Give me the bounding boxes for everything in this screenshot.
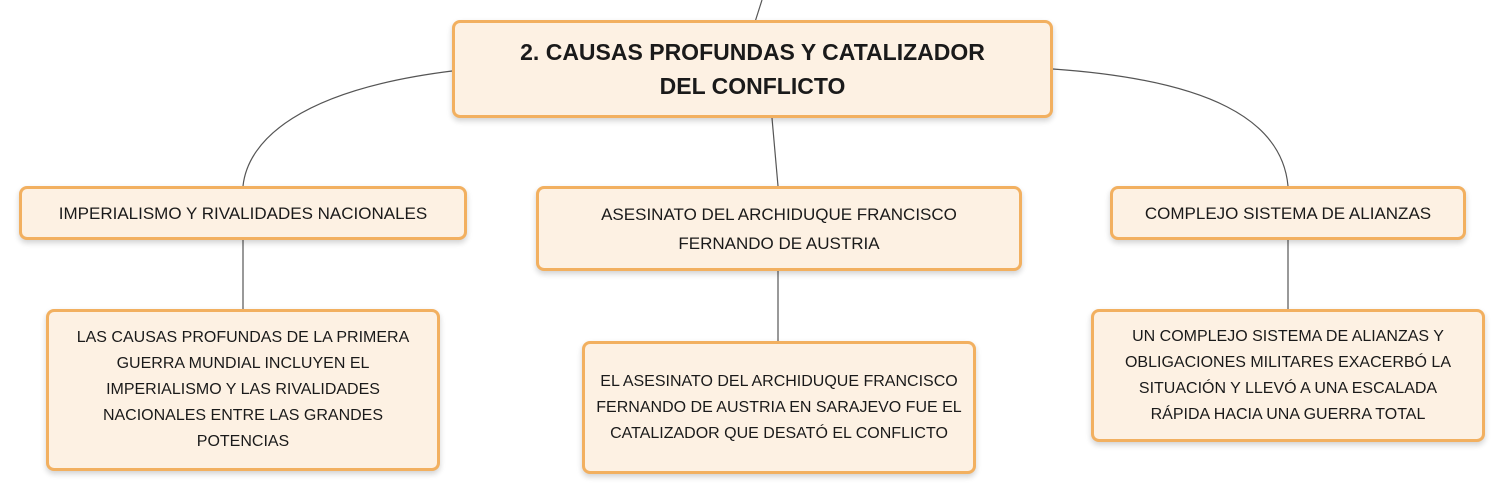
connector-root-to-branch-1	[242, 70, 453, 187]
detail-node-text: EL ASESINATO DEL ARCHIDUQUE FRANCISCO FE…	[596, 372, 962, 442]
detail-node-imperialismo[interactable]: LAS CAUSAS PROFUNDAS DE LA PRIMERA GUERR…	[46, 309, 440, 471]
root-node-title: 2. CAUSAS PROFUNDAS Y CATALIZADOR DEL CO…	[520, 39, 985, 99]
branch-node-imperialismo[interactable]: IMPERIALISMO Y RIVALIDADES NACIONALES	[19, 186, 467, 240]
detail-node-text: LAS CAUSAS PROFUNDAS DE LA PRIMERA GUERR…	[76, 329, 410, 450]
detail-node-alianzas[interactable]: UN COMPLEJO SISTEMA DE ALIANZAS Y OBLIGA…	[1091, 309, 1485, 442]
detail-node-text: UN COMPLEJO SISTEMA DE ALIANZAS Y OBLIGA…	[1124, 327, 1451, 423]
branch-node-title: IMPERIALISMO Y RIVALIDADES NACIONALES	[58, 203, 428, 223]
connector-root-to-branch-2	[771, 117, 779, 187]
connector-parent-to-root	[754, 0, 763, 23]
branch-node-title: ASESINATO DEL ARCHIDUQUE FRANCISCO FERNA…	[601, 204, 957, 253]
detail-node-asesinato[interactable]: EL ASESINATO DEL ARCHIDUQUE FRANCISCO FE…	[582, 341, 976, 474]
branch-node-alianzas[interactable]: COMPLEJO SISTEMA DE ALIANZAS	[1110, 186, 1466, 240]
root-node[interactable]: 2. CAUSAS PROFUNDAS Y CATALIZADOR DEL CO…	[452, 20, 1053, 118]
branch-node-title: COMPLEJO SISTEMA DE ALIANZAS	[1144, 203, 1432, 223]
branch-node-asesinato[interactable]: ASESINATO DEL ARCHIDUQUE FRANCISCO FERNA…	[536, 186, 1022, 271]
connector-root-to-branch-3	[1052, 68, 1289, 187]
